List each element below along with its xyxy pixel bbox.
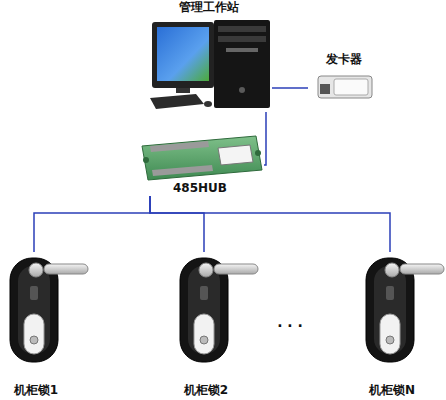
cabinet-lock-node: 机柜锁N [362,252,446,398]
node-label: 发卡器 [326,52,362,67]
hub-port [143,157,149,163]
node-label: 485HUB [173,181,227,196]
monitor-stand [176,88,190,93]
hub-port [255,150,261,156]
reader-card [334,79,368,95]
cable-line [150,196,204,252]
cabinet-lock-illustration [180,258,258,362]
cable-line [150,196,390,252]
terminal-block [150,141,209,152]
terminal-block [152,165,213,176]
tower [214,20,270,108]
hub-board [142,136,262,180]
cabinet-lock-illustration [10,258,88,362]
screen [157,27,209,81]
cable-line [264,112,266,165]
reader-body [318,76,372,98]
monitor [152,22,214,88]
card-issuer-illustration [318,76,372,98]
card-issuer-node: 发卡器 [308,52,380,102]
power-button [239,87,245,93]
cabinet-lock-illustration [366,258,444,362]
drive-bay [218,26,266,32]
hub-illustration [142,136,262,180]
node-label: 机柜锁2 [184,383,228,398]
ellipsis-label: · · · [262,318,318,334]
cable-line [34,196,150,252]
reader-slot [320,84,330,94]
hub-plate [218,145,253,165]
drive-bay [218,36,266,42]
cabinet-lock-node: 机柜锁2 [176,252,262,398]
cabinet-lock-node: 机柜锁1 [6,252,92,398]
mouse [204,101,212,107]
workstation-node: 管理工作站 [145,0,272,112]
node-label: 管理工作站 [179,0,239,15]
node-label: 机柜锁1 [14,383,58,398]
workstation-illustration [150,20,270,109]
keyboard [150,94,204,109]
hub-node: 485HUB [136,134,264,196]
tower-badge [226,48,258,52]
node-label: 机柜锁N [369,383,415,398]
cable-line [272,87,308,89]
